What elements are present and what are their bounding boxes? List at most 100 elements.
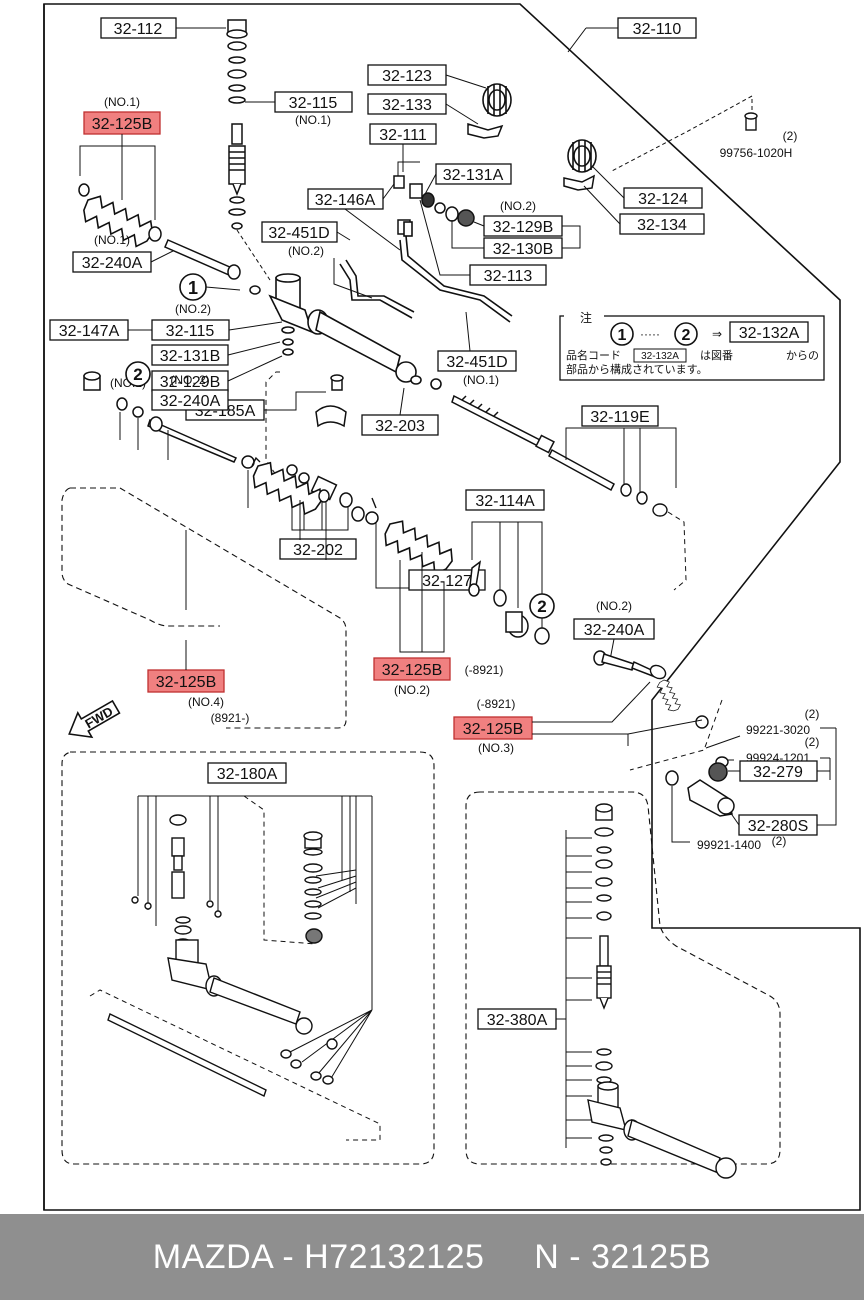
label-32-115: 32-115: [289, 95, 338, 112]
note-text: の: [808, 350, 819, 362]
label-32-131b: 32-131B: [160, 348, 221, 365]
clamp-32-134: [563, 174, 595, 191]
dashed-group-no4: [61, 487, 347, 729]
callout-32-203[interactable]: 32-203: [361, 387, 439, 436]
callout-32-240a-3[interactable]: 32-240A: [573, 618, 655, 661]
callout-32-451d-no2[interactable]: 32-451D: [261, 221, 351, 243]
outer-frame: [43, 3, 861, 1211]
clamp-32-133: [467, 122, 504, 139]
rack-32-119e: [451, 394, 615, 492]
callout-32-111[interactable]: 32-111: [369, 123, 437, 172]
note-text: から: [786, 349, 808, 362]
callout-32-113[interactable]: 32-113: [419, 199, 547, 286]
label-32-125b: 32-125B: [463, 721, 524, 738]
callout-32-240a-2[interactable]: 32-240A: [151, 389, 229, 411]
steering-gear-exploded-view: 32-112 32-110 (NO.1) 32-125B 32-115 (NO.…: [43, 3, 861, 1211]
forward-arrow-icon: FWD: [68, 699, 121, 739]
parts-32-114a: [468, 560, 550, 645]
callout-32-125b-no4[interactable]: 32-125B: [147, 669, 225, 693]
note-no2: (NO.2): [288, 244, 324, 258]
label-32-131a: 32-131A: [443, 167, 504, 184]
parts-diagram: 32-112 32-110 (NO.1) 32-125B 32-115 (NO.…: [43, 3, 861, 1211]
kit-box-32-180a: [61, 751, 435, 1165]
callout-32-202[interactable]: 32-202: [279, 476, 357, 560]
note-code: 32-132A: [641, 351, 679, 362]
label-99756-1020h: 99756-1020H: [720, 146, 793, 160]
label-32-115: 32-115: [166, 323, 215, 340]
label-32-125b: 32-125B: [92, 116, 153, 133]
tie-rod-end-32-280s: [665, 770, 735, 817]
quantity-2: (2): [772, 834, 787, 848]
label-32-279: 32-279: [753, 764, 803, 781]
marker-number: 2: [133, 365, 142, 384]
tie-rod-no2: [593, 650, 662, 679]
callout-32-115-top[interactable]: 32-115: [245, 91, 353, 113]
parts-no4: [83, 371, 255, 469]
callout-32-114a[interactable]: 32-114A: [465, 489, 545, 630]
bearing-32-124: [567, 139, 597, 173]
label-99221-3020: 99221-3020: [746, 723, 810, 737]
callout-32-115-mid[interactable]: 32-115: [151, 319, 283, 341]
callout-32-279[interactable]: 32-279: [728, 760, 818, 782]
label-32-125b: 32-125B: [156, 674, 217, 691]
callout-32-125b-no3[interactable]: 32-125B: [453, 716, 533, 740]
callout-32-131a[interactable]: 32-131A: [423, 163, 512, 197]
tie-rod-no1: [164, 239, 261, 295]
date-range: (-8921): [465, 663, 504, 677]
callout-32-131b[interactable]: 32-131B: [151, 341, 281, 366]
mount-bushing: [315, 374, 347, 428]
kit-380a-leaders: [556, 830, 592, 1148]
callout-32-146a[interactable]: 32-146A: [307, 183, 401, 251]
label-32-112: 32-112: [114, 21, 163, 38]
note-no4: (NO.4): [188, 695, 224, 709]
note-no2: (NO. 2): [170, 373, 209, 387]
label-32-133: 32-133: [382, 97, 432, 114]
boot-part-no3: [649, 664, 667, 680]
note-marker-2: 2: [682, 327, 691, 344]
callout-32-129b-right[interactable]: 32-129B: [473, 215, 563, 237]
callout-32-124[interactable]: 32-124: [591, 165, 703, 209]
callout-32-451d-no1[interactable]: 32-451D: [437, 311, 517, 372]
callout-32-112[interactable]: 32-112: [100, 17, 226, 39]
label-32-132a: 32-132A: [739, 325, 800, 342]
callout-32-130b[interactable]: 32-130B: [451, 220, 563, 259]
callout-32-123[interactable]: 32-123: [367, 64, 487, 89]
note-no2: (NO.2): [596, 599, 632, 613]
kit-box-32-380a: [465, 791, 781, 1165]
callout-32-125b-no2[interactable]: 32-125B: [373, 657, 451, 681]
dust-boot-no3: [653, 677, 684, 715]
callout-32-280s[interactable]: 32-280S: [729, 808, 837, 836]
callout-32-125b-no1[interactable]: 32-125B: [83, 111, 161, 135]
label-32-119e: 32-119E: [590, 409, 649, 426]
label-32-240a: 32-240A: [160, 393, 221, 410]
callout-32-133[interactable]: 32-133: [367, 93, 479, 125]
callout-32-110[interactable]: 32-110: [567, 17, 697, 53]
label-32-110: 32-110: [633, 21, 682, 38]
note-no3: (NO.3): [478, 741, 514, 755]
callout-32-119e[interactable]: 32-119E: [565, 405, 677, 494]
note-no1: (NO.1): [104, 95, 140, 109]
callout-32-240a-1[interactable]: 32-240A: [72, 249, 176, 273]
note-no2: (NO.2): [394, 683, 430, 697]
callout-32-129b-left[interactable]: 32-129B: [151, 355, 283, 392]
label-32-180a: 32-180A: [217, 766, 278, 783]
footer-part-number: MAZDA - H72132125 N - 32125B: [152, 1238, 712, 1276]
callout-32-380a[interactable]: 32-380A: [477, 1008, 557, 1030]
note-text: は図番: [700, 349, 733, 362]
callout-32-127[interactable]: 32-127: [408, 569, 486, 591]
quantity-2: (2): [805, 707, 820, 721]
reference-marker-2-a: 2: [529, 593, 555, 619]
label-32-202: 32-202: [293, 542, 343, 559]
label-32-114a: 32-114A: [475, 493, 535, 510]
dust-boot-no2: [378, 516, 460, 579]
label-32-147a: 32-147A: [59, 323, 120, 340]
callout-32-134[interactable]: 32-134: [583, 185, 705, 235]
callout-32-180a[interactable]: 32-180A: [207, 762, 287, 784]
note-dots: ·····: [640, 327, 660, 341]
assembly-note-box: 注 1 ····· 2 ⇒ 32-132A 品名コード 32-132A は図番 …: [559, 310, 825, 381]
date-range: (-8921): [477, 697, 516, 711]
callout-32-147a[interactable]: 32-147A: [49, 319, 129, 341]
kit-180a-parts: [107, 814, 338, 1097]
pinion-stack: [226, 19, 248, 230]
note-no1: (NO.1): [295, 113, 331, 127]
